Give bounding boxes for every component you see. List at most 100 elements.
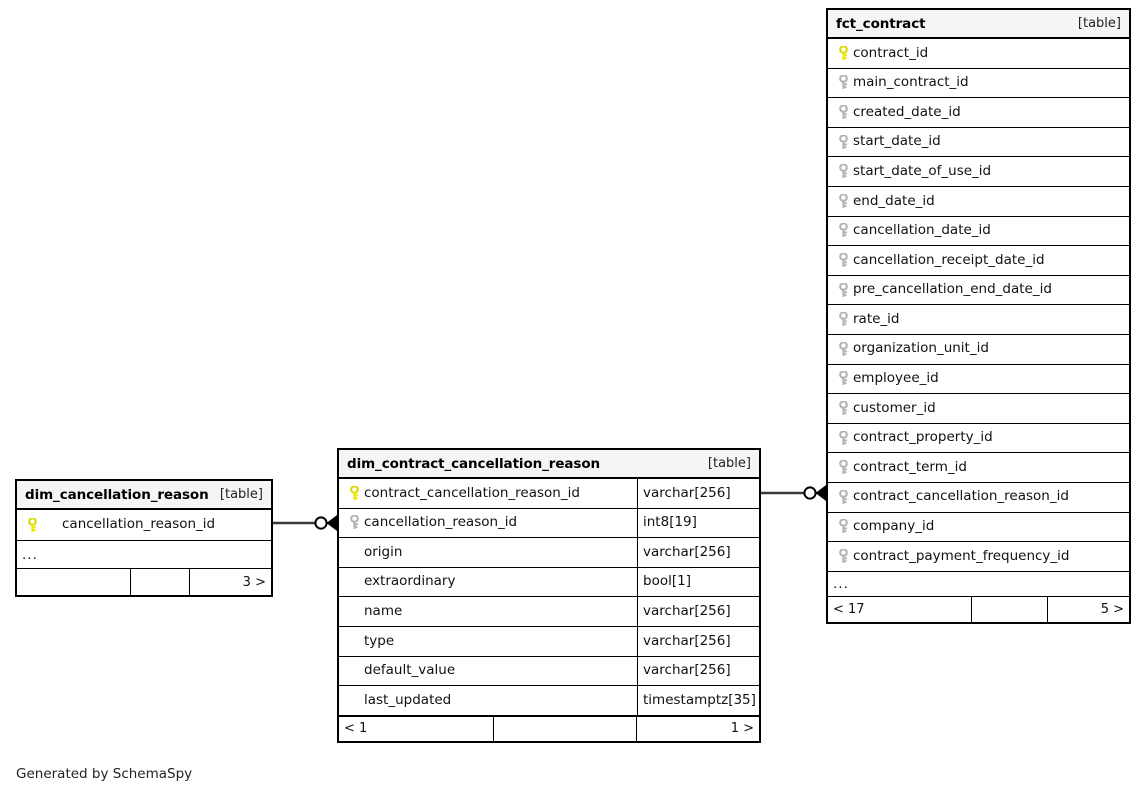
column-type-cell: varchar[256] [637, 597, 759, 626]
column-type-cell: timestamptz[35] [637, 686, 759, 715]
column-type-cell: varchar[256] [637, 656, 759, 686]
foreign-key-icon [834, 489, 853, 505]
table-title: dim_cancellation_reason [25, 486, 209, 503]
column-label: end_date_id [853, 192, 935, 209]
footer-outgoing-count[interactable]: 1 > [730, 721, 754, 737]
foreign-key-icon [834, 164, 853, 179]
column-name-cell: created_date_id [828, 98, 1129, 127]
table-row[interactable]: contract_term_id [828, 453, 1129, 483]
table-row[interactable]: cancellation_receipt_date_id [828, 246, 1129, 276]
table-type-tag: [table] [219, 487, 263, 502]
more-columns-ellipsis: ... [828, 572, 1129, 597]
table-row[interactable]: cancellation_date_id [828, 216, 1129, 247]
table-row[interactable]: company_id [828, 512, 1129, 543]
column-name-cell: cancellation_date_id [828, 217, 1129, 246]
column-label: last_updated [364, 691, 452, 708]
table-dim-cancellation-reason[interactable]: dim_cancellation_reason [table] cancella… [15, 479, 273, 597]
table-row[interactable]: employee_id [828, 364, 1129, 395]
foreign-key-icon [834, 104, 853, 120]
column-name-cell: end_date_id [828, 187, 1129, 216]
relationship-dim-contract-to-fct-contract [761, 485, 826, 501]
foreign-key-icon [834, 282, 853, 298]
footer-outgoing-count[interactable]: 3 > [242, 574, 266, 590]
column-label: contract_id [853, 44, 929, 61]
column-name-cell: contract_term_id [828, 453, 1129, 482]
table-row[interactable]: contract_id [828, 39, 1129, 69]
column-type: varchar[256] [643, 543, 731, 560]
foreign-key-icon [834, 75, 853, 90]
column-name-cell: origin [339, 538, 637, 567]
column-name-cell: contract_cancellation_reason_id [828, 483, 1129, 512]
column-type: varchar[256] [643, 632, 731, 649]
column-label: start_date_id [853, 133, 941, 150]
table-row[interactable]: default_value varchar[256] [339, 656, 759, 687]
table-row[interactable]: type varchar[256] [339, 626, 759, 657]
column-label: cancellation_date_id [853, 222, 991, 239]
column-name-cell: organization_unit_id [828, 335, 1129, 364]
table-row[interactable]: rate_id [828, 305, 1129, 335]
foreign-key-icon [834, 519, 853, 534]
column-name-cell: extraordinary [339, 568, 637, 597]
column-name-cell: main_contract_id [828, 69, 1129, 98]
footer-incoming-count[interactable] [17, 569, 132, 595]
column-label: default_value [364, 662, 456, 679]
table-row[interactable]: main_contract_id [828, 68, 1129, 99]
column-name-cell: cancellation_receipt_date_id [828, 246, 1129, 275]
column-name-cell: cancellation_reason_id [17, 510, 271, 540]
column-type-cell: bool[1] [637, 567, 759, 597]
footer-incoming-count[interactable]: < 1 [339, 716, 495, 741]
table-type-tag: [table] [707, 456, 751, 471]
table-row[interactable]: created_date_id [828, 98, 1129, 128]
table-row[interactable]: end_date_id [828, 186, 1129, 217]
footer-middle [972, 596, 1048, 622]
column-label: contract_payment_frequency_id [853, 547, 1070, 564]
foreign-key-icon [834, 430, 853, 446]
table-footer: 3 > [17, 569, 271, 595]
column-label: created_date_id [853, 103, 961, 120]
column-name-cell: rate_id [828, 305, 1129, 334]
table-row[interactable]: last_updated timestamptz[35] [339, 686, 759, 716]
footer-incoming-count[interactable]: < 17 [828, 596, 973, 622]
table-row[interactable]: cancellation_reason_id int8[19] [339, 508, 759, 539]
table-row[interactable]: extraordinary bool[1] [339, 567, 759, 598]
table-row[interactable]: contract_cancellation_reason_id [828, 482, 1129, 513]
foreign-key-icon [834, 400, 853, 416]
column-label: start_date_of_use_id [853, 162, 992, 179]
column-name-cell: type [339, 627, 637, 656]
foreign-key-icon [834, 371, 853, 386]
table-row[interactable]: customer_id [828, 394, 1129, 424]
column-label: contract_cancellation_reason_id [853, 488, 1069, 505]
table-row[interactable]: pre_cancellation_end_date_id [828, 275, 1129, 306]
primary-key-icon [345, 485, 364, 501]
table-dim-contract-cancellation-reason[interactable]: dim_contract_cancellation_reason [table]… [337, 448, 761, 743]
table-fct-contract[interactable]: fct_contract [table] contract_id [826, 8, 1131, 624]
column-name-cell: contract_id [828, 39, 1129, 68]
table-row[interactable]: cancellation_reason_id [17, 510, 271, 541]
column-label: cancellation_reason_id [62, 516, 216, 533]
table-row[interactable]: organization_unit_id [828, 334, 1129, 365]
footer-outgoing-count[interactable]: 5 > [1100, 601, 1124, 617]
table-header: fct_contract [table] [828, 10, 1129, 39]
table-row[interactable]: start_date_id [828, 127, 1129, 158]
table-row[interactable]: contract_cancellation_reason_id varchar[… [339, 479, 759, 509]
column-label: origin [364, 543, 403, 560]
column-name-cell: employee_id [828, 365, 1129, 394]
footer-middle [494, 716, 638, 741]
column-type-cell: int8[19] [637, 508, 759, 538]
table-footer: < 1 1 > [339, 715, 759, 741]
footer-middle [131, 569, 190, 595]
table-row[interactable]: contract_property_id [828, 423, 1129, 454]
column-type: int8[19] [643, 514, 697, 531]
column-label: contract_property_id [853, 429, 993, 446]
column-type: varchar[256] [643, 484, 731, 501]
column-label: organization_unit_id [853, 340, 989, 357]
table-row[interactable]: origin varchar[256] [339, 538, 759, 568]
foreign-key-icon [834, 252, 853, 268]
table-row[interactable]: contract_payment_frequency_id [828, 542, 1129, 572]
column-name-cell: start_date_id [828, 128, 1129, 157]
column-label: employee_id [853, 370, 939, 387]
column-label: extraordinary [364, 573, 456, 590]
table-row[interactable]: start_date_of_use_id [828, 157, 1129, 187]
table-row[interactable]: name varchar[256] [339, 597, 759, 627]
column-name-cell: customer_id [828, 394, 1129, 423]
